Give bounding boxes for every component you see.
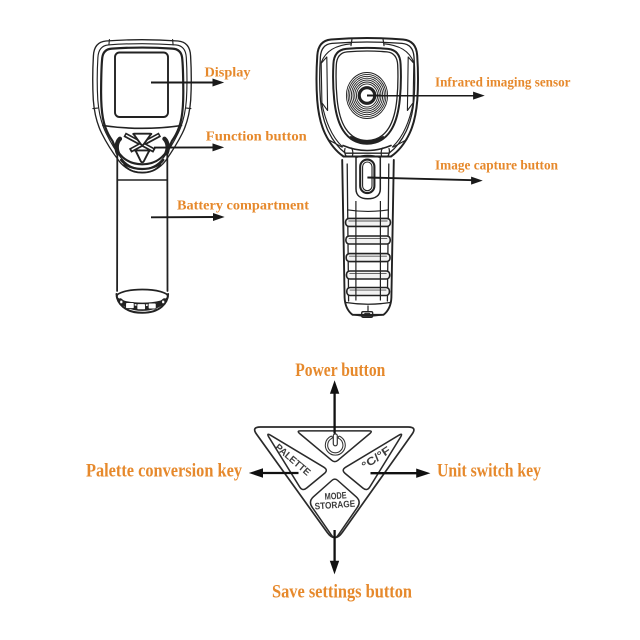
svg-text:Power button: Power button — [295, 360, 385, 381]
svg-text:Save settings button: Save settings button — [272, 581, 412, 602]
svg-text:Function button: Function button — [206, 130, 307, 145]
svg-text:MODE: MODE — [324, 489, 347, 502]
svg-text:Battery compartment: Battery compartment — [177, 199, 309, 214]
svg-text:Palette conversion key: Palette conversion key — [86, 461, 242, 482]
svg-text:Display: Display — [205, 66, 251, 81]
svg-text:Image capture button: Image capture button — [435, 159, 558, 174]
svg-text:Unit switch key: Unit switch key — [437, 461, 541, 482]
svg-text:Infrared imaging sensor: Infrared imaging sensor — [435, 75, 571, 90]
svg-text:STORAGE: STORAGE — [314, 498, 355, 512]
